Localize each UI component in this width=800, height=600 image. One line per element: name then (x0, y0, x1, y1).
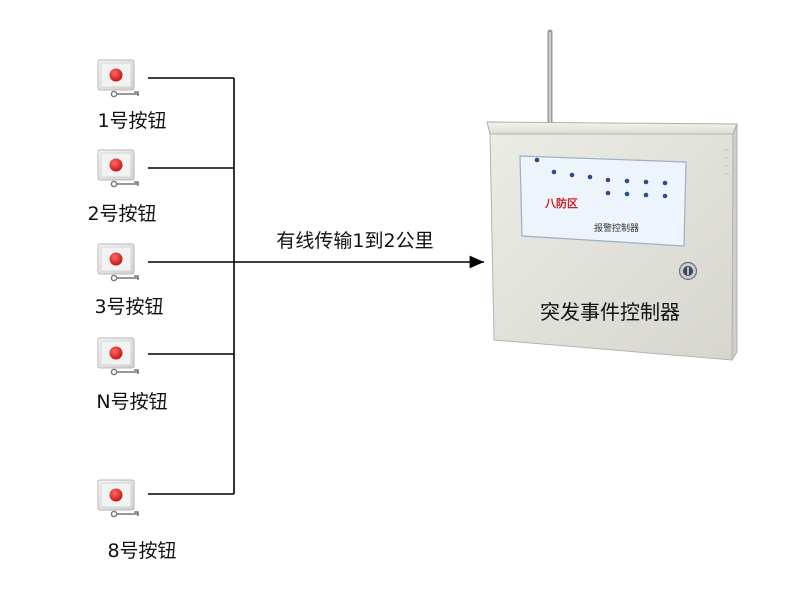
emergency-button-n (97, 337, 139, 376)
red-button-icon (109, 346, 123, 360)
button-label-8: 8号按钮 (107, 540, 177, 562)
button-label-2: 2号按钮 (87, 203, 157, 225)
controller-label: 突发事件控制器 (540, 300, 680, 324)
indicator-leds (534, 157, 668, 199)
wire-bus (148, 77, 235, 495)
panel-title-text: 报警控制器 (594, 222, 639, 234)
key-icon (116, 181, 139, 186)
key-icon (116, 275, 139, 280)
button-label-1: 1号按钮 (97, 110, 167, 132)
key-icon (116, 369, 139, 374)
panel-brand-text: 八防区 (544, 196, 578, 210)
emergency-button-3 (97, 243, 139, 282)
emergency-button-2 (97, 149, 139, 188)
emergency-button-1 (97, 59, 139, 98)
display-panel (519, 155, 687, 247)
emergency-button-8 (97, 479, 139, 518)
controller-cabinet: 八防区 报警控制器 (486, 29, 738, 362)
red-button-icon (109, 158, 123, 172)
button-label-3: 3号按钮 (94, 296, 164, 318)
button-label-n: N号按钮 (96, 391, 168, 413)
key-icon (116, 91, 139, 96)
red-button-icon (109, 252, 123, 266)
key-icon (116, 511, 139, 516)
red-button-icon (109, 488, 123, 502)
transmission-label: 有线传输1到2公里 (276, 230, 434, 252)
red-button-icon (109, 68, 123, 82)
